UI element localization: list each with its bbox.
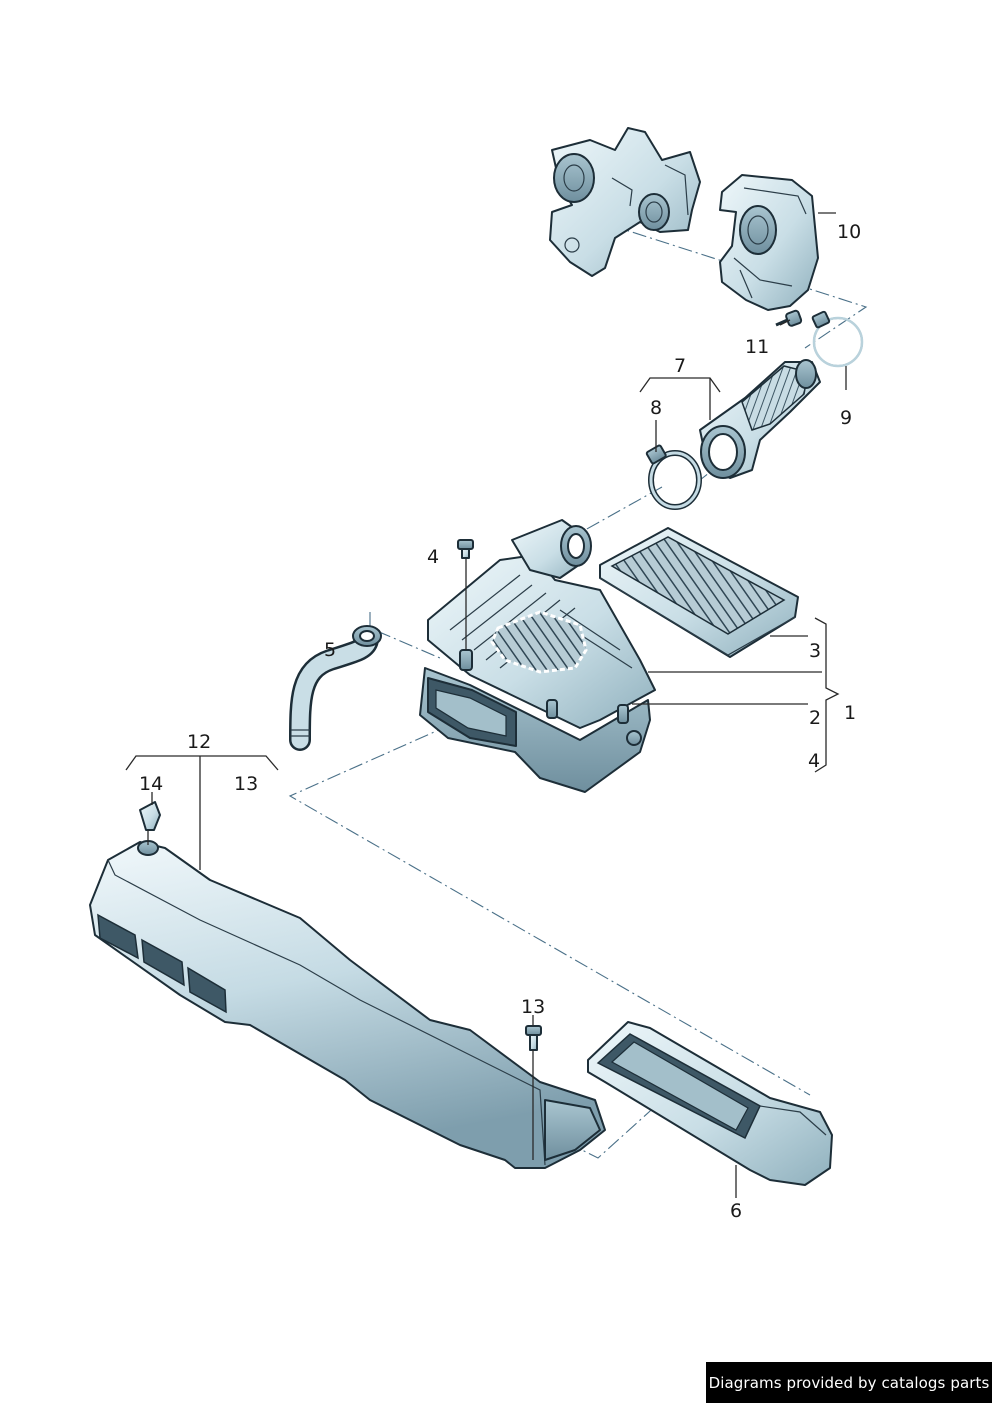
intake-hose-part-7 — [699, 359, 821, 479]
callout-13-bottom: 13 — [521, 996, 545, 1018]
callout-5: 5 — [324, 639, 336, 661]
air-guide-housing-part — [719, 174, 819, 311]
air-duct-part-12 — [89, 840, 606, 1169]
callout-13-top: 13 — [234, 773, 258, 795]
credit-banner: Diagrams provided by catalogs parts — [706, 1362, 992, 1403]
callout-11: 11 — [745, 336, 769, 358]
callout-9: 9 — [840, 407, 852, 429]
callout-8: 8 — [650, 397, 662, 419]
clip-part-14 — [139, 801, 161, 845]
hose-clamp-part-9 — [811, 310, 864, 368]
callout-12: 12 — [187, 731, 211, 753]
callout-4-top: 4 — [427, 546, 439, 568]
inlet-duct-part-6 — [587, 1021, 833, 1186]
callout-7: 7 — [674, 355, 686, 377]
breather-pipe-part-5 — [289, 625, 382, 751]
filter-element-part-3 — [599, 527, 799, 658]
callout-labels: 10 11 7 8 9 4 5 3 1 2 4 12 13 14 13 6 — [139, 221, 861, 1222]
callout-10: 10 — [837, 221, 861, 243]
callout-2: 2 — [809, 707, 821, 729]
callout-1: 1 — [844, 702, 856, 724]
screw-part-11 — [775, 309, 803, 327]
throttle-body-part — [549, 127, 701, 277]
screw-part-4 — [457, 539, 474, 650]
callout-6: 6 — [730, 1200, 742, 1222]
callout-3: 3 — [809, 640, 821, 662]
air-filter-housing-part-1 — [419, 519, 656, 793]
leader-lines — [125, 212, 847, 1198]
callout-14: 14 — [139, 773, 163, 795]
hose-clamp-part-8 — [645, 444, 702, 510]
callout-4-bracket: 4 — [808, 750, 820, 772]
